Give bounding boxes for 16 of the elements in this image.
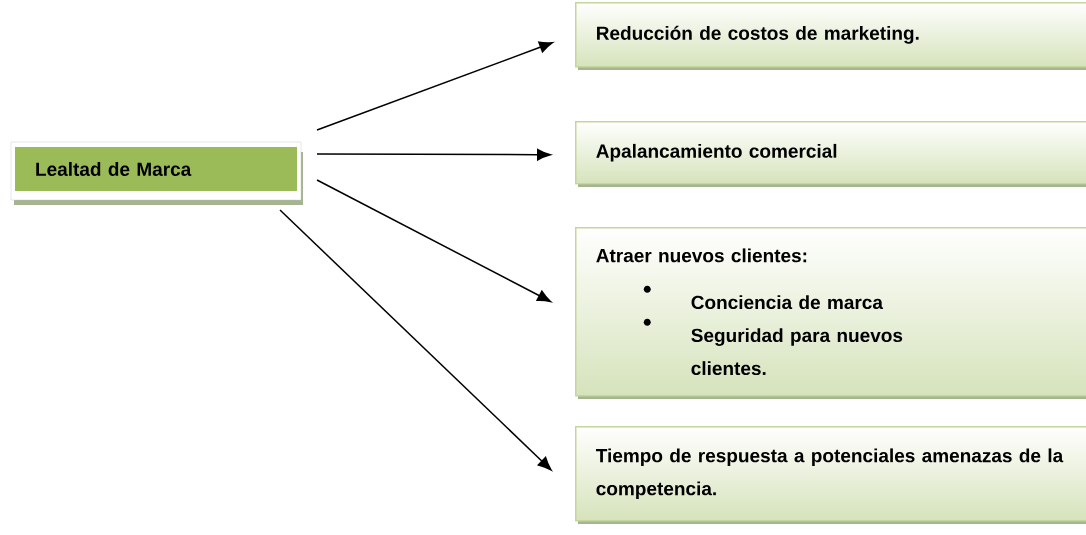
box-label: Apalancamiento comercial (596, 143, 837, 162)
arrow (316, 41, 554, 131)
box-heading: Atraer nuevos clientes: (596, 248, 807, 263)
box-label: Reducción de costos de marketing. (597, 25, 919, 44)
arrow (316, 179, 552, 303)
list-item: Seguridad para nuevos clientes. (691, 328, 903, 376)
process-box (10, 141, 303, 205)
process-box (575, 2, 1086, 70)
arrow (316, 148, 551, 161)
box-label: Lealtad de Marca (36, 162, 192, 176)
process-box (575, 227, 1086, 399)
arrow (279, 209, 552, 471)
process-box (575, 121, 1086, 187)
process-box (575, 426, 1086, 524)
box-label: Tiempo de respuesta a potenciales amenazas de la competencia. (596, 448, 1064, 500)
list-item: Conciencia de marca (691, 295, 884, 310)
